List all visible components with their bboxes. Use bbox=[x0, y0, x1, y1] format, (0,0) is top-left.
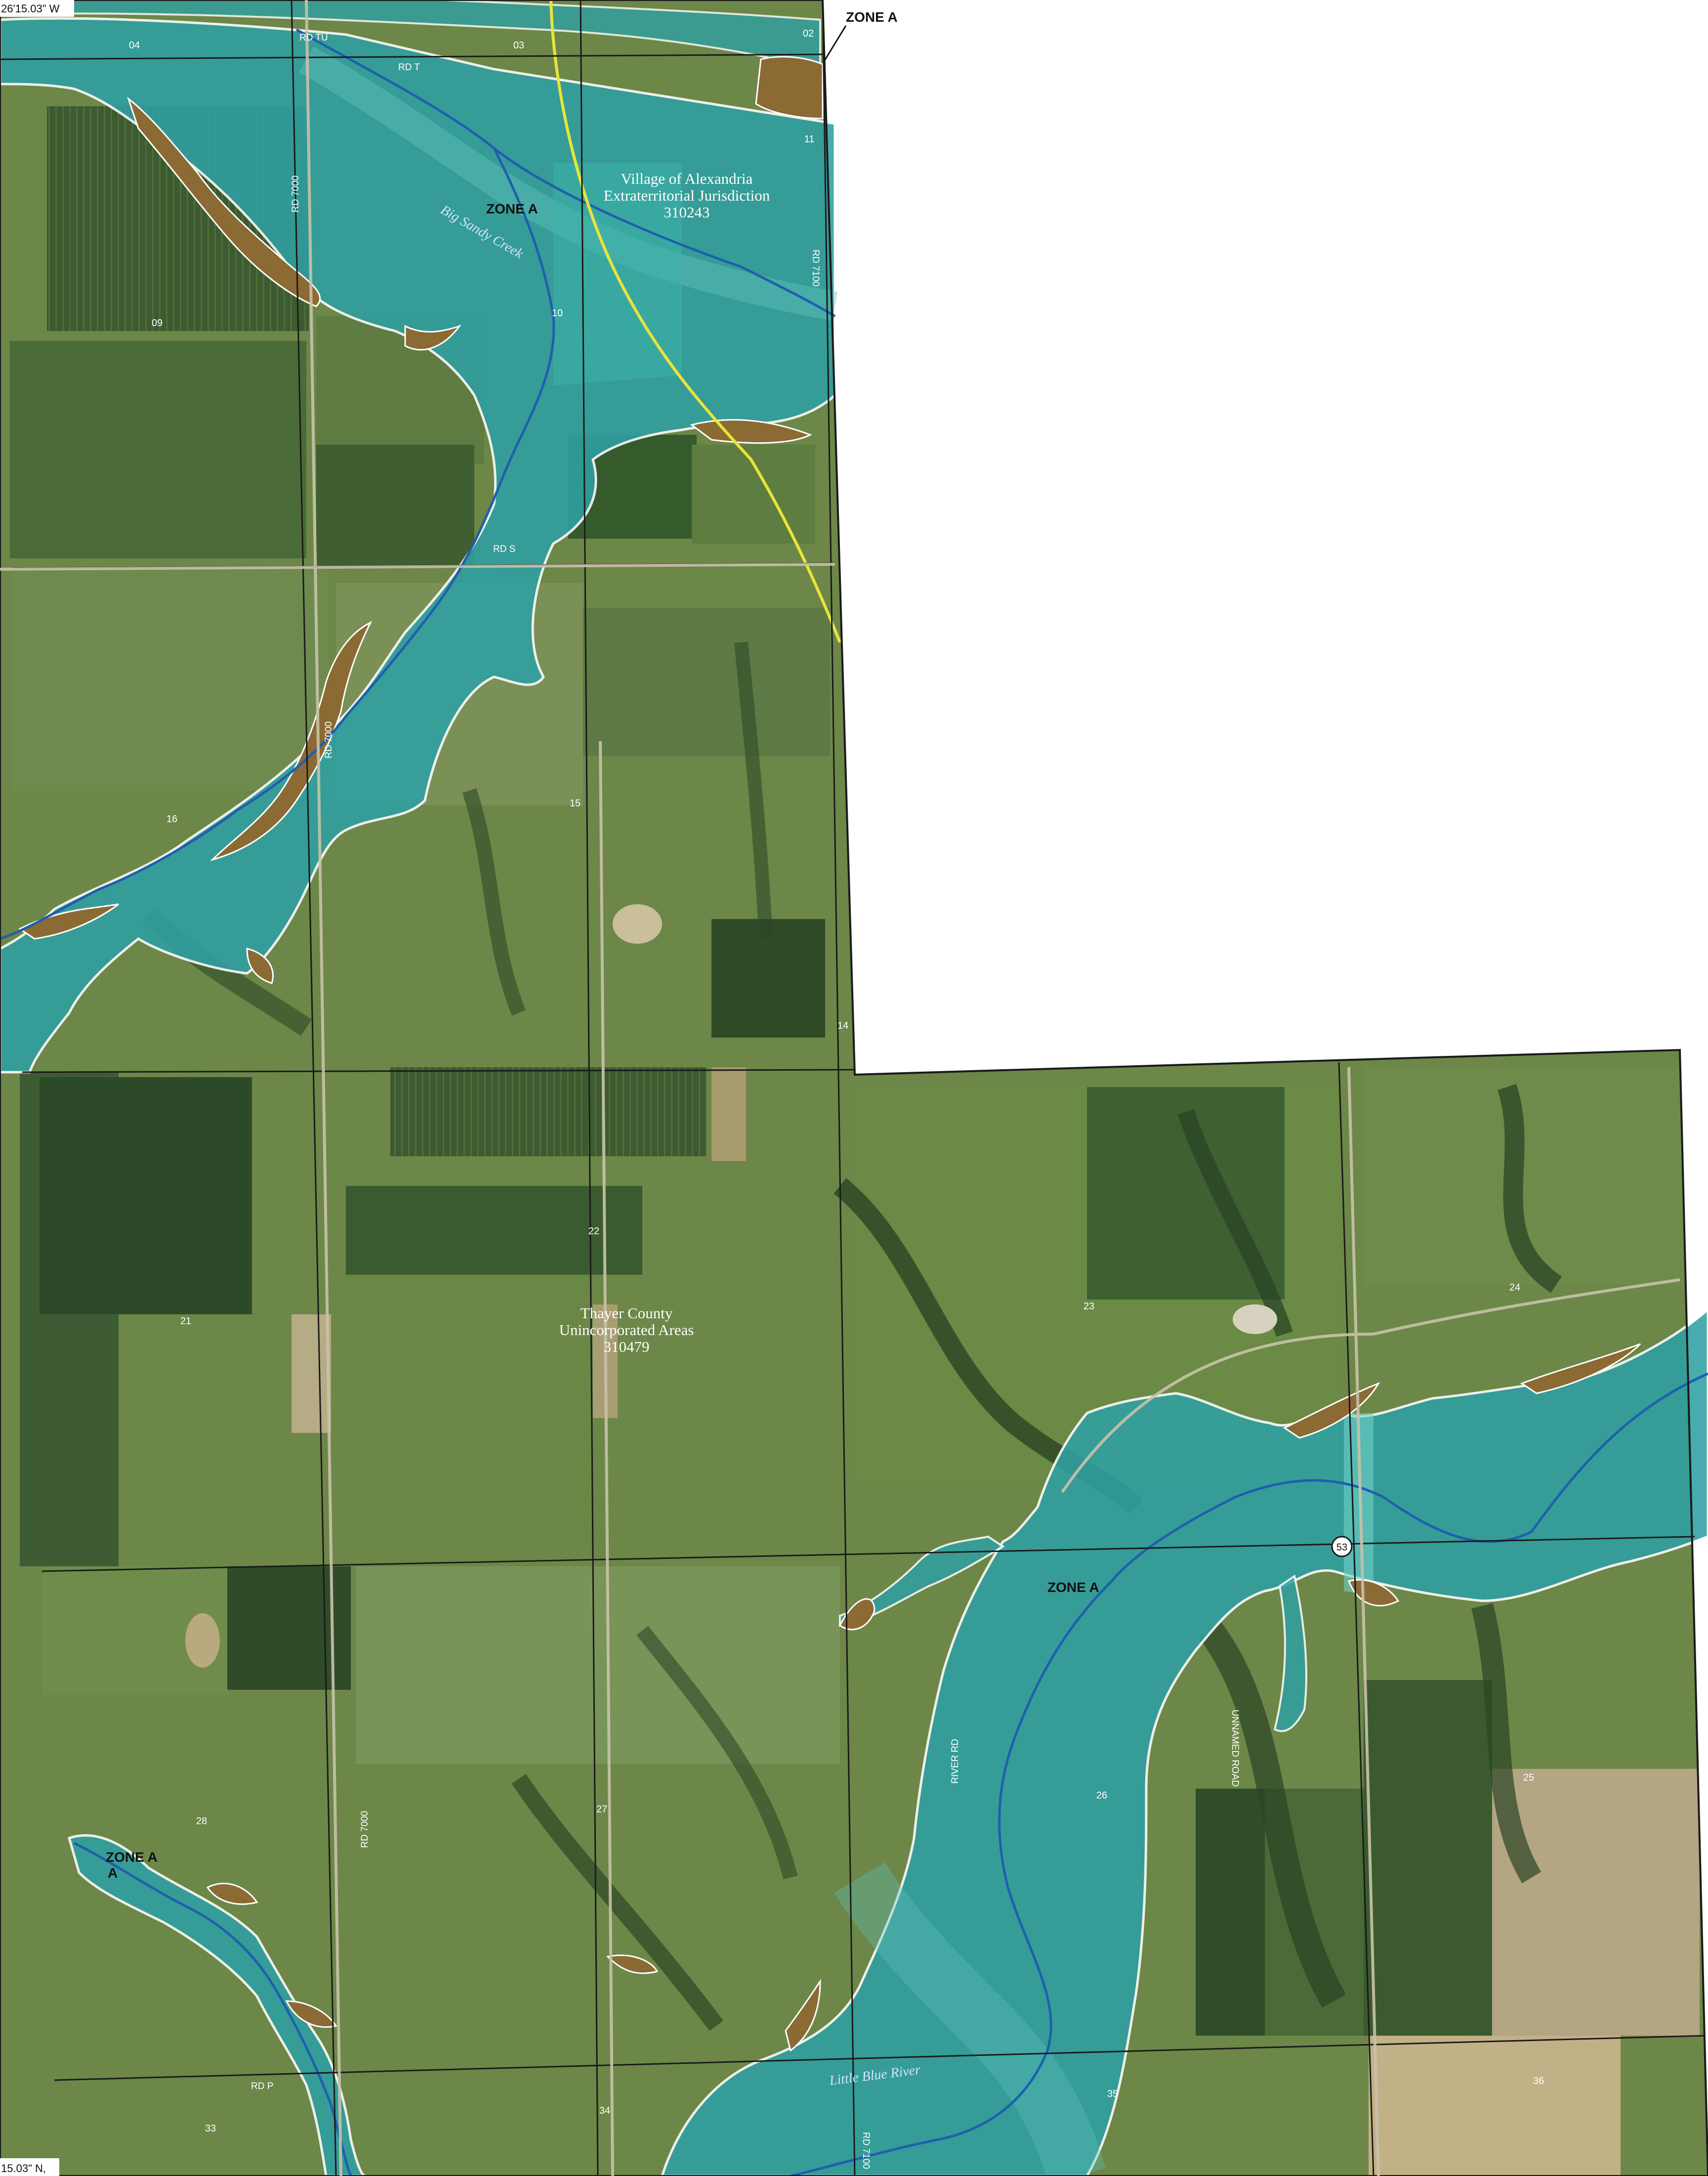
jurisdiction-label-line: 310243 bbox=[664, 204, 710, 221]
road-label-unnamed-road: UNNAMED ROAD bbox=[1230, 1710, 1240, 1787]
zone-a-label-southwest: ZONE A bbox=[106, 1849, 158, 1865]
section-number: 23 bbox=[1083, 1301, 1094, 1312]
section-number: 15 bbox=[570, 798, 581, 809]
section-number: 22 bbox=[588, 1226, 599, 1237]
jurisdiction-label-line: 310479 bbox=[604, 1338, 650, 1355]
section-number: 10 bbox=[552, 308, 563, 319]
jurisdiction-label-line: Unincorporated Areas bbox=[559, 1321, 694, 1339]
corner-label-bottom-bg bbox=[0, 2158, 59, 2176]
section-number: 26 bbox=[1096, 1790, 1107, 1801]
road-label-rd-7100-north: RD 7100 bbox=[810, 250, 821, 287]
road-label-rd-7100-south: RD 7100 bbox=[861, 2132, 871, 2169]
highway-shield-label: 53 bbox=[1336, 1542, 1347, 1553]
road-label-rd-tu: RD TU bbox=[299, 33, 328, 43]
section-number: 16 bbox=[167, 814, 177, 825]
section-number: 02 bbox=[803, 28, 814, 39]
section-number: 04 bbox=[129, 40, 140, 51]
corner-label-top-bg bbox=[0, 0, 74, 17]
section-number: 27 bbox=[596, 1804, 607, 1815]
section-number: 33 bbox=[205, 2123, 216, 2134]
section-number: 09 bbox=[152, 318, 163, 329]
road-label-rd-7000-north: RD 7000 bbox=[291, 175, 301, 212]
section-number: 24 bbox=[1509, 1282, 1520, 1293]
section-number: 28 bbox=[196, 1816, 207, 1827]
highway-shield: 53 bbox=[1331, 1536, 1353, 1557]
jurisdiction-label-line: Thayer County bbox=[581, 1304, 673, 1322]
zone-a-leader-line bbox=[823, 25, 847, 62]
section-number: 14 bbox=[837, 1020, 848, 1031]
corner-label-top-left: 26'15.03" W bbox=[1, 2, 60, 15]
corner-label-bottom-left: 15.03" N, bbox=[1, 2162, 46, 2175]
jurisdiction-label-line: Extraterritorial Jurisdiction bbox=[604, 187, 770, 204]
jurisdiction-boundary-line bbox=[549, 0, 841, 643]
road-label-rd-p: RD P bbox=[251, 2081, 273, 2092]
zone-labels: ZONE A ZONE A ZONE A ZONE A A bbox=[106, 9, 1099, 1881]
road-label-rd-7000-mid: RD 7000 bbox=[324, 721, 334, 758]
section-numbers: 04 03 02 09 10 11 16 15 14 21 22 23 24 2… bbox=[129, 28, 1544, 2134]
section-number: 35 bbox=[1107, 2089, 1118, 2099]
road-label-rd-t: RD T bbox=[398, 62, 420, 73]
road-label-rd-7000-south: RD 7000 bbox=[360, 1811, 370, 1848]
section-number: 36 bbox=[1533, 2076, 1544, 2087]
road-label-rd-s: RD S bbox=[493, 544, 515, 554]
floodplain-top-strip bbox=[0, 0, 821, 71]
section-number: 21 bbox=[180, 1316, 191, 1327]
zone-a-label-southwest-suffix: A bbox=[108, 1865, 118, 1881]
jurisdiction-label-line: Village of Alexandria bbox=[621, 170, 753, 187]
zone-a-label-east: ZONE A bbox=[1047, 1580, 1099, 1595]
section-number: 11 bbox=[804, 134, 815, 145]
zone-a-label-top-right: ZONE A bbox=[846, 9, 898, 25]
section-number: 25 bbox=[1523, 1772, 1534, 1783]
jurisdiction-labels: Village of Alexandria Extraterritorial J… bbox=[559, 170, 770, 1355]
road-label-river-rd: RIVER RD bbox=[950, 1739, 960, 1784]
zone-a-label-north: ZONE A bbox=[486, 201, 538, 216]
road-labels: RD TU RD T RD S RD P RD 7100 RD 7000 RD … bbox=[251, 33, 1240, 2169]
section-number: 34 bbox=[599, 2105, 610, 2116]
levee-soil-fringes bbox=[18, 56, 1641, 2052]
section-number: 03 bbox=[513, 40, 524, 51]
